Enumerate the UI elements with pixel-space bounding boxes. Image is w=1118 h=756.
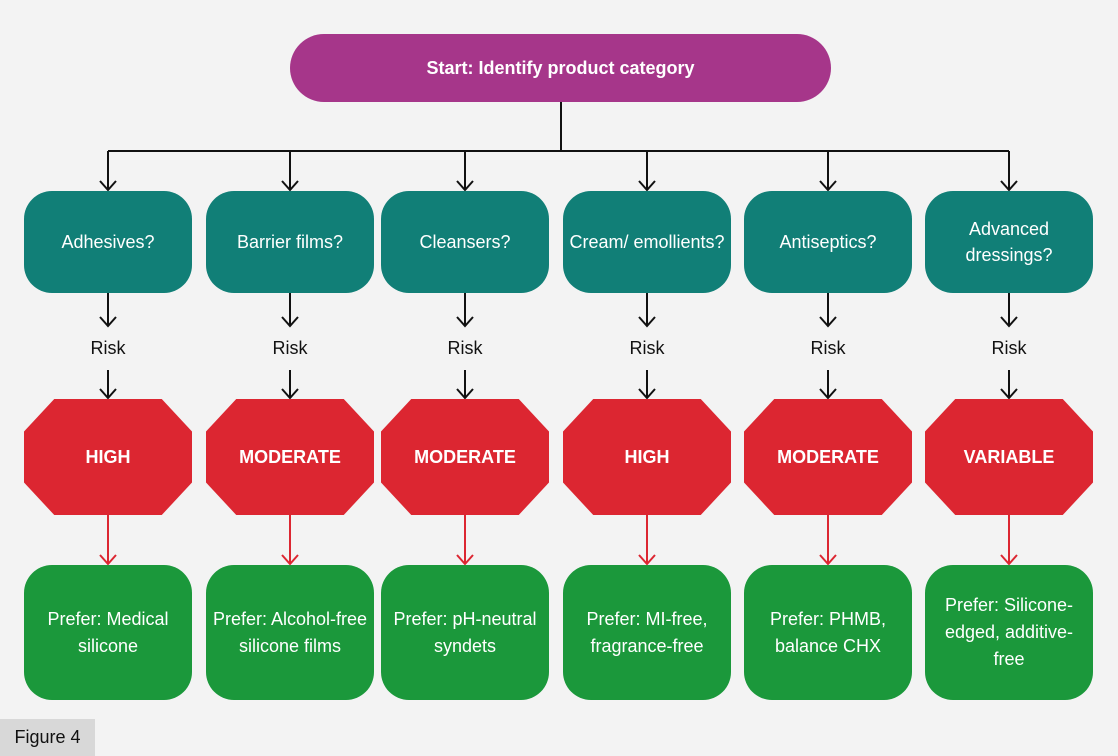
risk-level-node: HIGH (24, 399, 192, 515)
recommendation-node: Prefer: Alcohol-free silicone films (206, 565, 374, 700)
risk-label: Risk (272, 338, 308, 358)
recommendation-node: Prefer: pH-neutral syndets (381, 565, 549, 700)
category-node: Cream/ emollients? (563, 191, 731, 293)
recommendation-node: Prefer: Silicone-edged, additive-free (925, 565, 1093, 700)
arrow-head-icon (456, 180, 474, 192)
start-node: Start: Identify product category (290, 34, 831, 102)
category-node: Adhesives? (24, 191, 192, 293)
arrow-head-icon (99, 554, 117, 566)
recommendation-node: Prefer: MI-free, fragrance-free (563, 565, 731, 700)
risk-level-node: MODERATE (381, 399, 549, 515)
recommendation-node: Prefer: PHMB, balance CHX (744, 565, 912, 700)
risk-level-node: MODERATE (206, 399, 374, 515)
risk-label: Risk (991, 338, 1027, 358)
arrow-head-icon (819, 180, 837, 192)
arrow-head-icon (281, 388, 299, 400)
risk-level-node: VARIABLE (925, 399, 1093, 515)
arrow-head-icon (638, 180, 656, 192)
category-node: Cleansers? (381, 191, 549, 293)
arrow-head-icon (819, 388, 837, 400)
arrow-head-icon (1000, 554, 1018, 566)
arrow-head-icon (99, 180, 117, 192)
recommendation-node: Prefer: Medical silicone (24, 565, 192, 700)
arrow-head-icon (638, 388, 656, 400)
category-node: Advanced dressings? (925, 191, 1093, 293)
arrow-head-icon (281, 180, 299, 192)
arrow-head-icon (281, 316, 299, 328)
risk-level-node: MODERATE (744, 399, 912, 515)
category-node: Barrier films? (206, 191, 374, 293)
arrow-head-icon (99, 388, 117, 400)
arrow-head-icon (99, 316, 117, 328)
risk-level-node: HIGH (563, 399, 731, 515)
arrow-head-icon (819, 554, 837, 566)
arrow-head-icon (1000, 388, 1018, 400)
risk-label: Risk (447, 338, 483, 358)
arrow-head-icon (1000, 316, 1018, 328)
risk-label: Risk (90, 338, 126, 358)
risk-label: Risk (810, 338, 846, 358)
arrow-head-icon (456, 316, 474, 328)
arrow-head-icon (819, 316, 837, 328)
arrow-head-icon (281, 554, 299, 566)
arrow-head-icon (638, 554, 656, 566)
arrow-head-icon (456, 554, 474, 566)
arrow-head-icon (456, 388, 474, 400)
category-node: Antiseptics? (744, 191, 912, 293)
risk-label: Risk (629, 338, 665, 358)
arrow-head-icon (1000, 180, 1018, 192)
arrow-head-icon (638, 316, 656, 328)
figure-label: Figure 4 (0, 719, 95, 756)
